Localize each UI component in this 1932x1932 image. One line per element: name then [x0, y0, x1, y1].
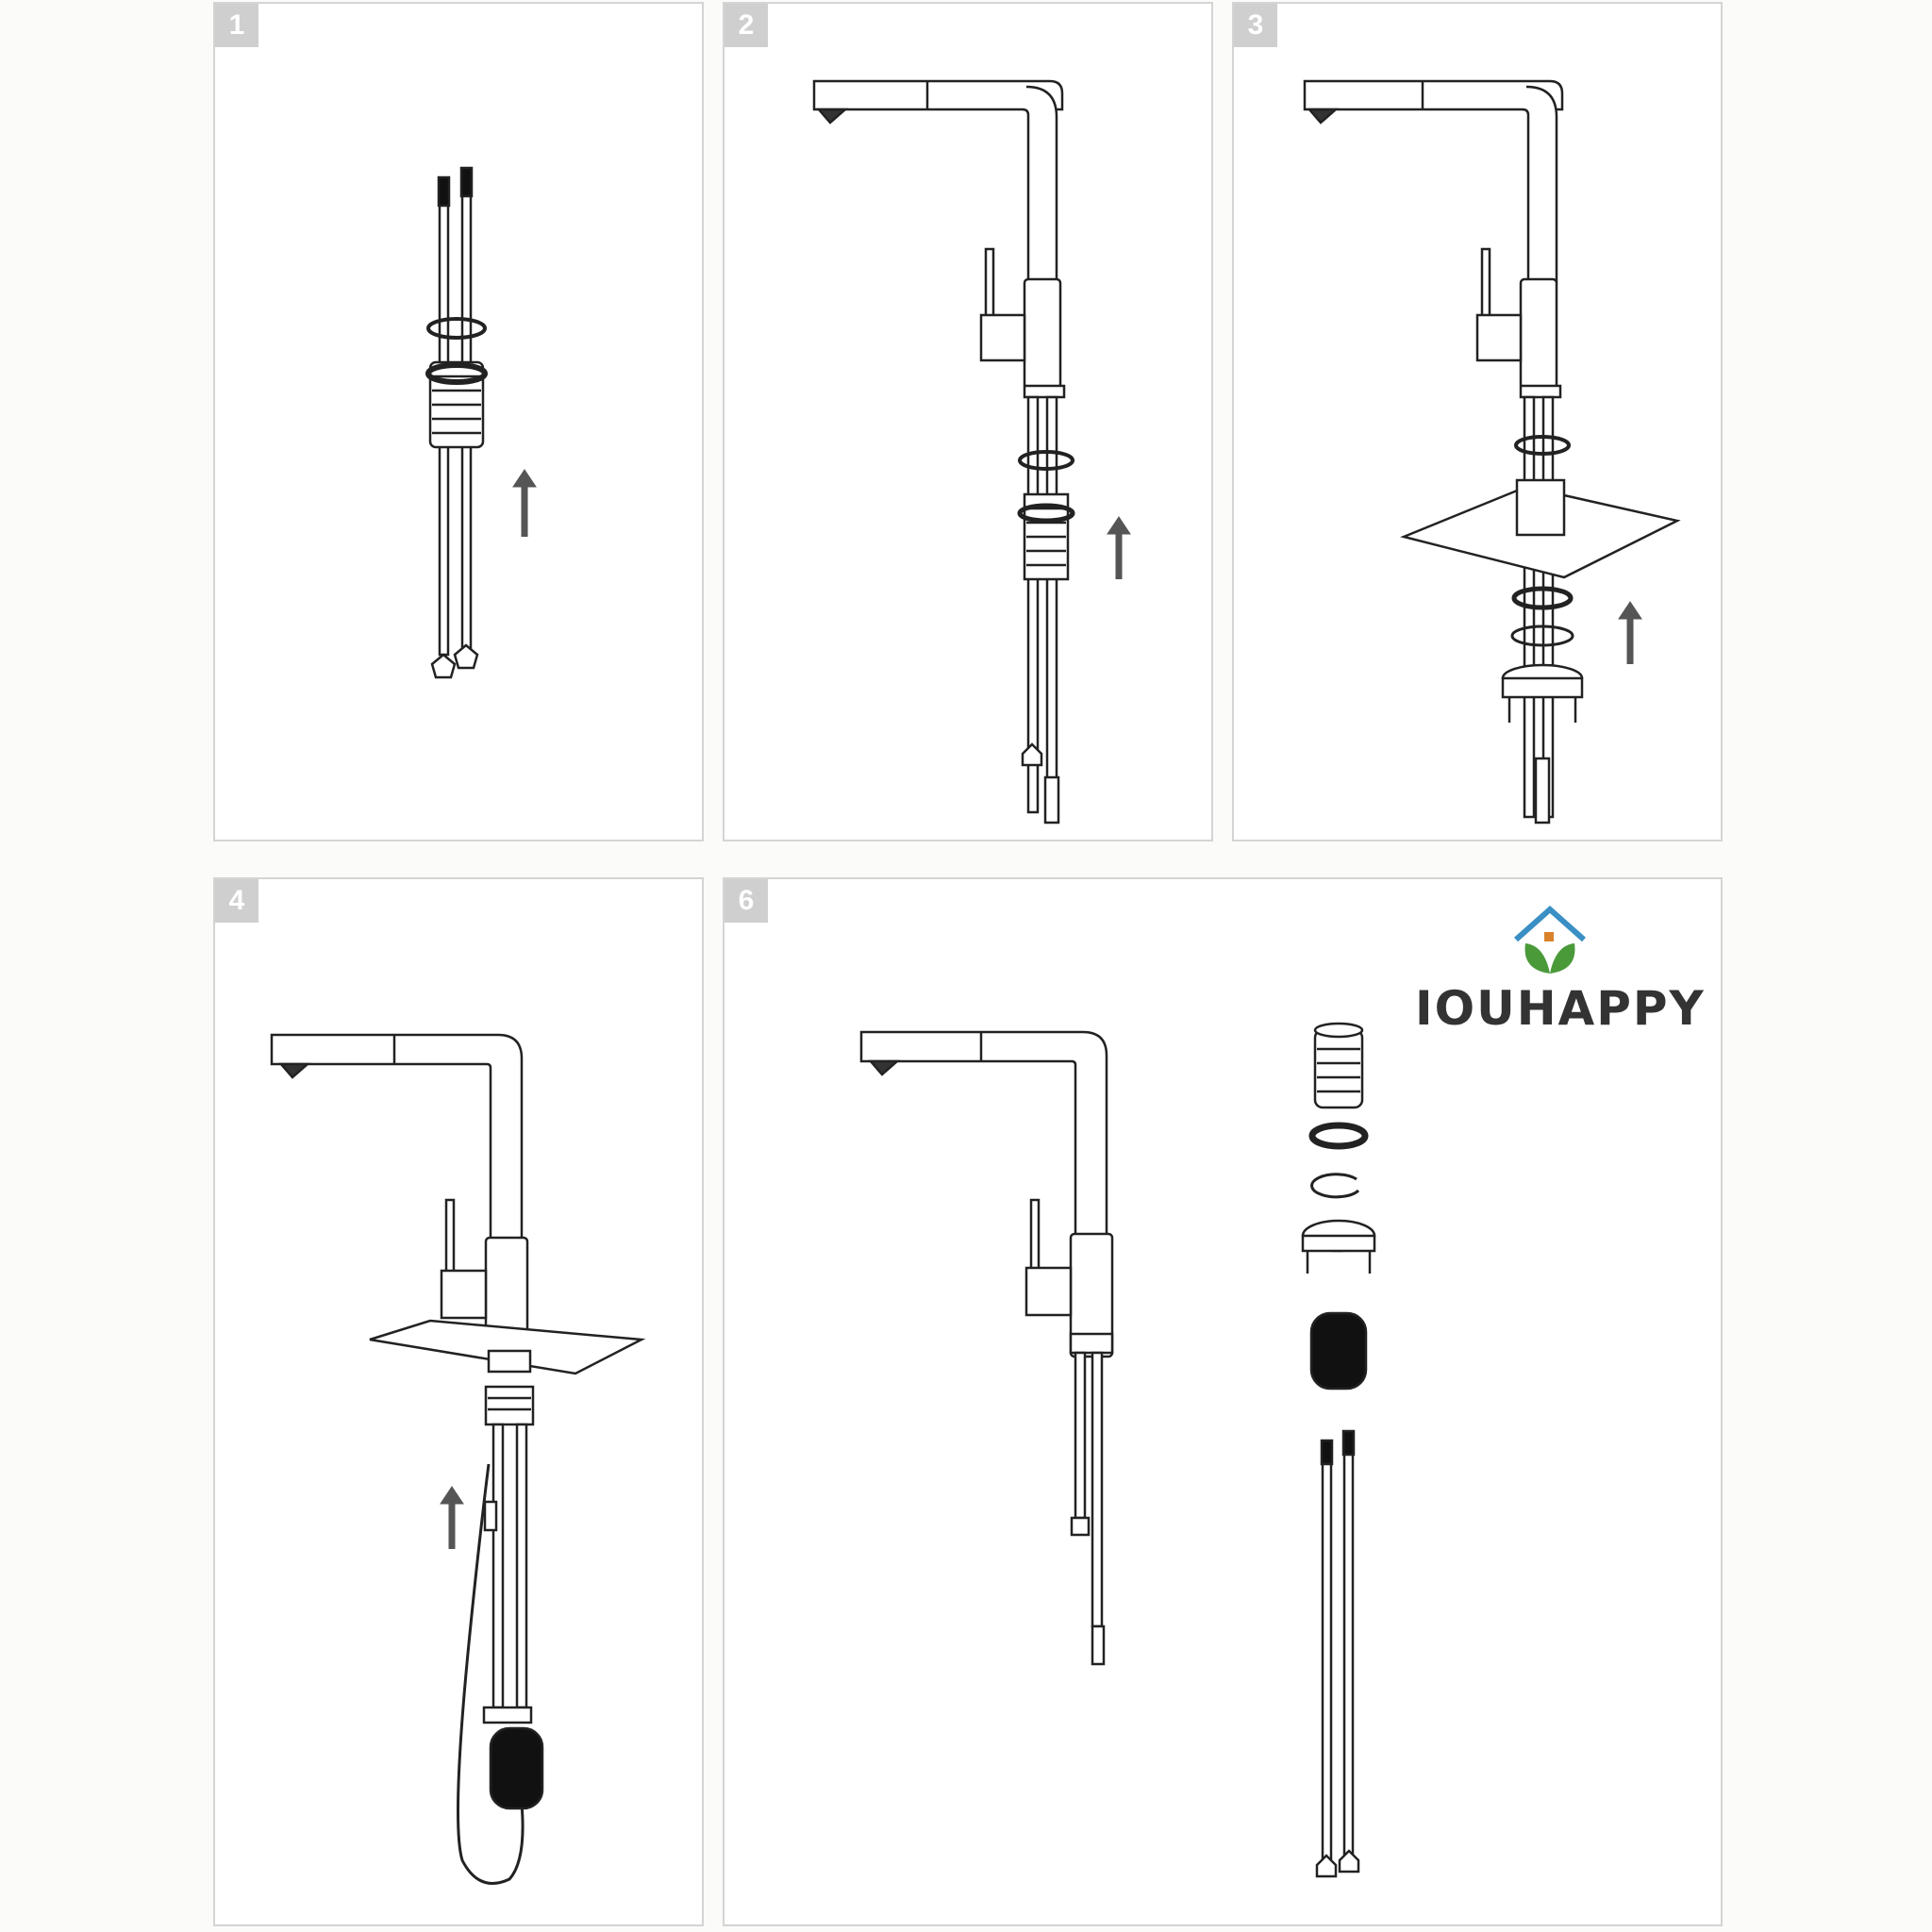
up-arrow-icon: [1107, 516, 1131, 579]
step-number-2: 2: [724, 4, 768, 47]
up-arrow-icon: [1618, 601, 1642, 664]
house-leaf-logo-icon: [1514, 905, 1586, 974]
assembled-faucet-and-parts-illustration: [859, 1022, 1376, 1878]
step-number-3: 3: [1234, 4, 1277, 47]
step-panel-3: 3: [1232, 2, 1723, 841]
deck-plate-mounting-illustration: [1303, 79, 1681, 824]
step-panel-1: 1: [213, 2, 704, 841]
step-number-1: 1: [215, 4, 258, 47]
step-number-4: 4: [215, 879, 258, 923]
step-panel-4: 4: [213, 877, 704, 1926]
faucet-shank-insertion-illustration: [812, 79, 1131, 824]
step-number-6: 6: [724, 879, 768, 923]
supply-hose-assembly-illustration: [425, 166, 537, 679]
brand-name: IOUHAPPY: [1415, 981, 1706, 1036]
step-panel-6: 6: [723, 877, 1723, 1926]
pull-down-hose-connection-illustration: [270, 1033, 646, 1885]
step-panel-2: 2: [723, 2, 1213, 841]
up-arrow-icon: [440, 1486, 464, 1549]
up-arrow-icon: [512, 469, 537, 537]
